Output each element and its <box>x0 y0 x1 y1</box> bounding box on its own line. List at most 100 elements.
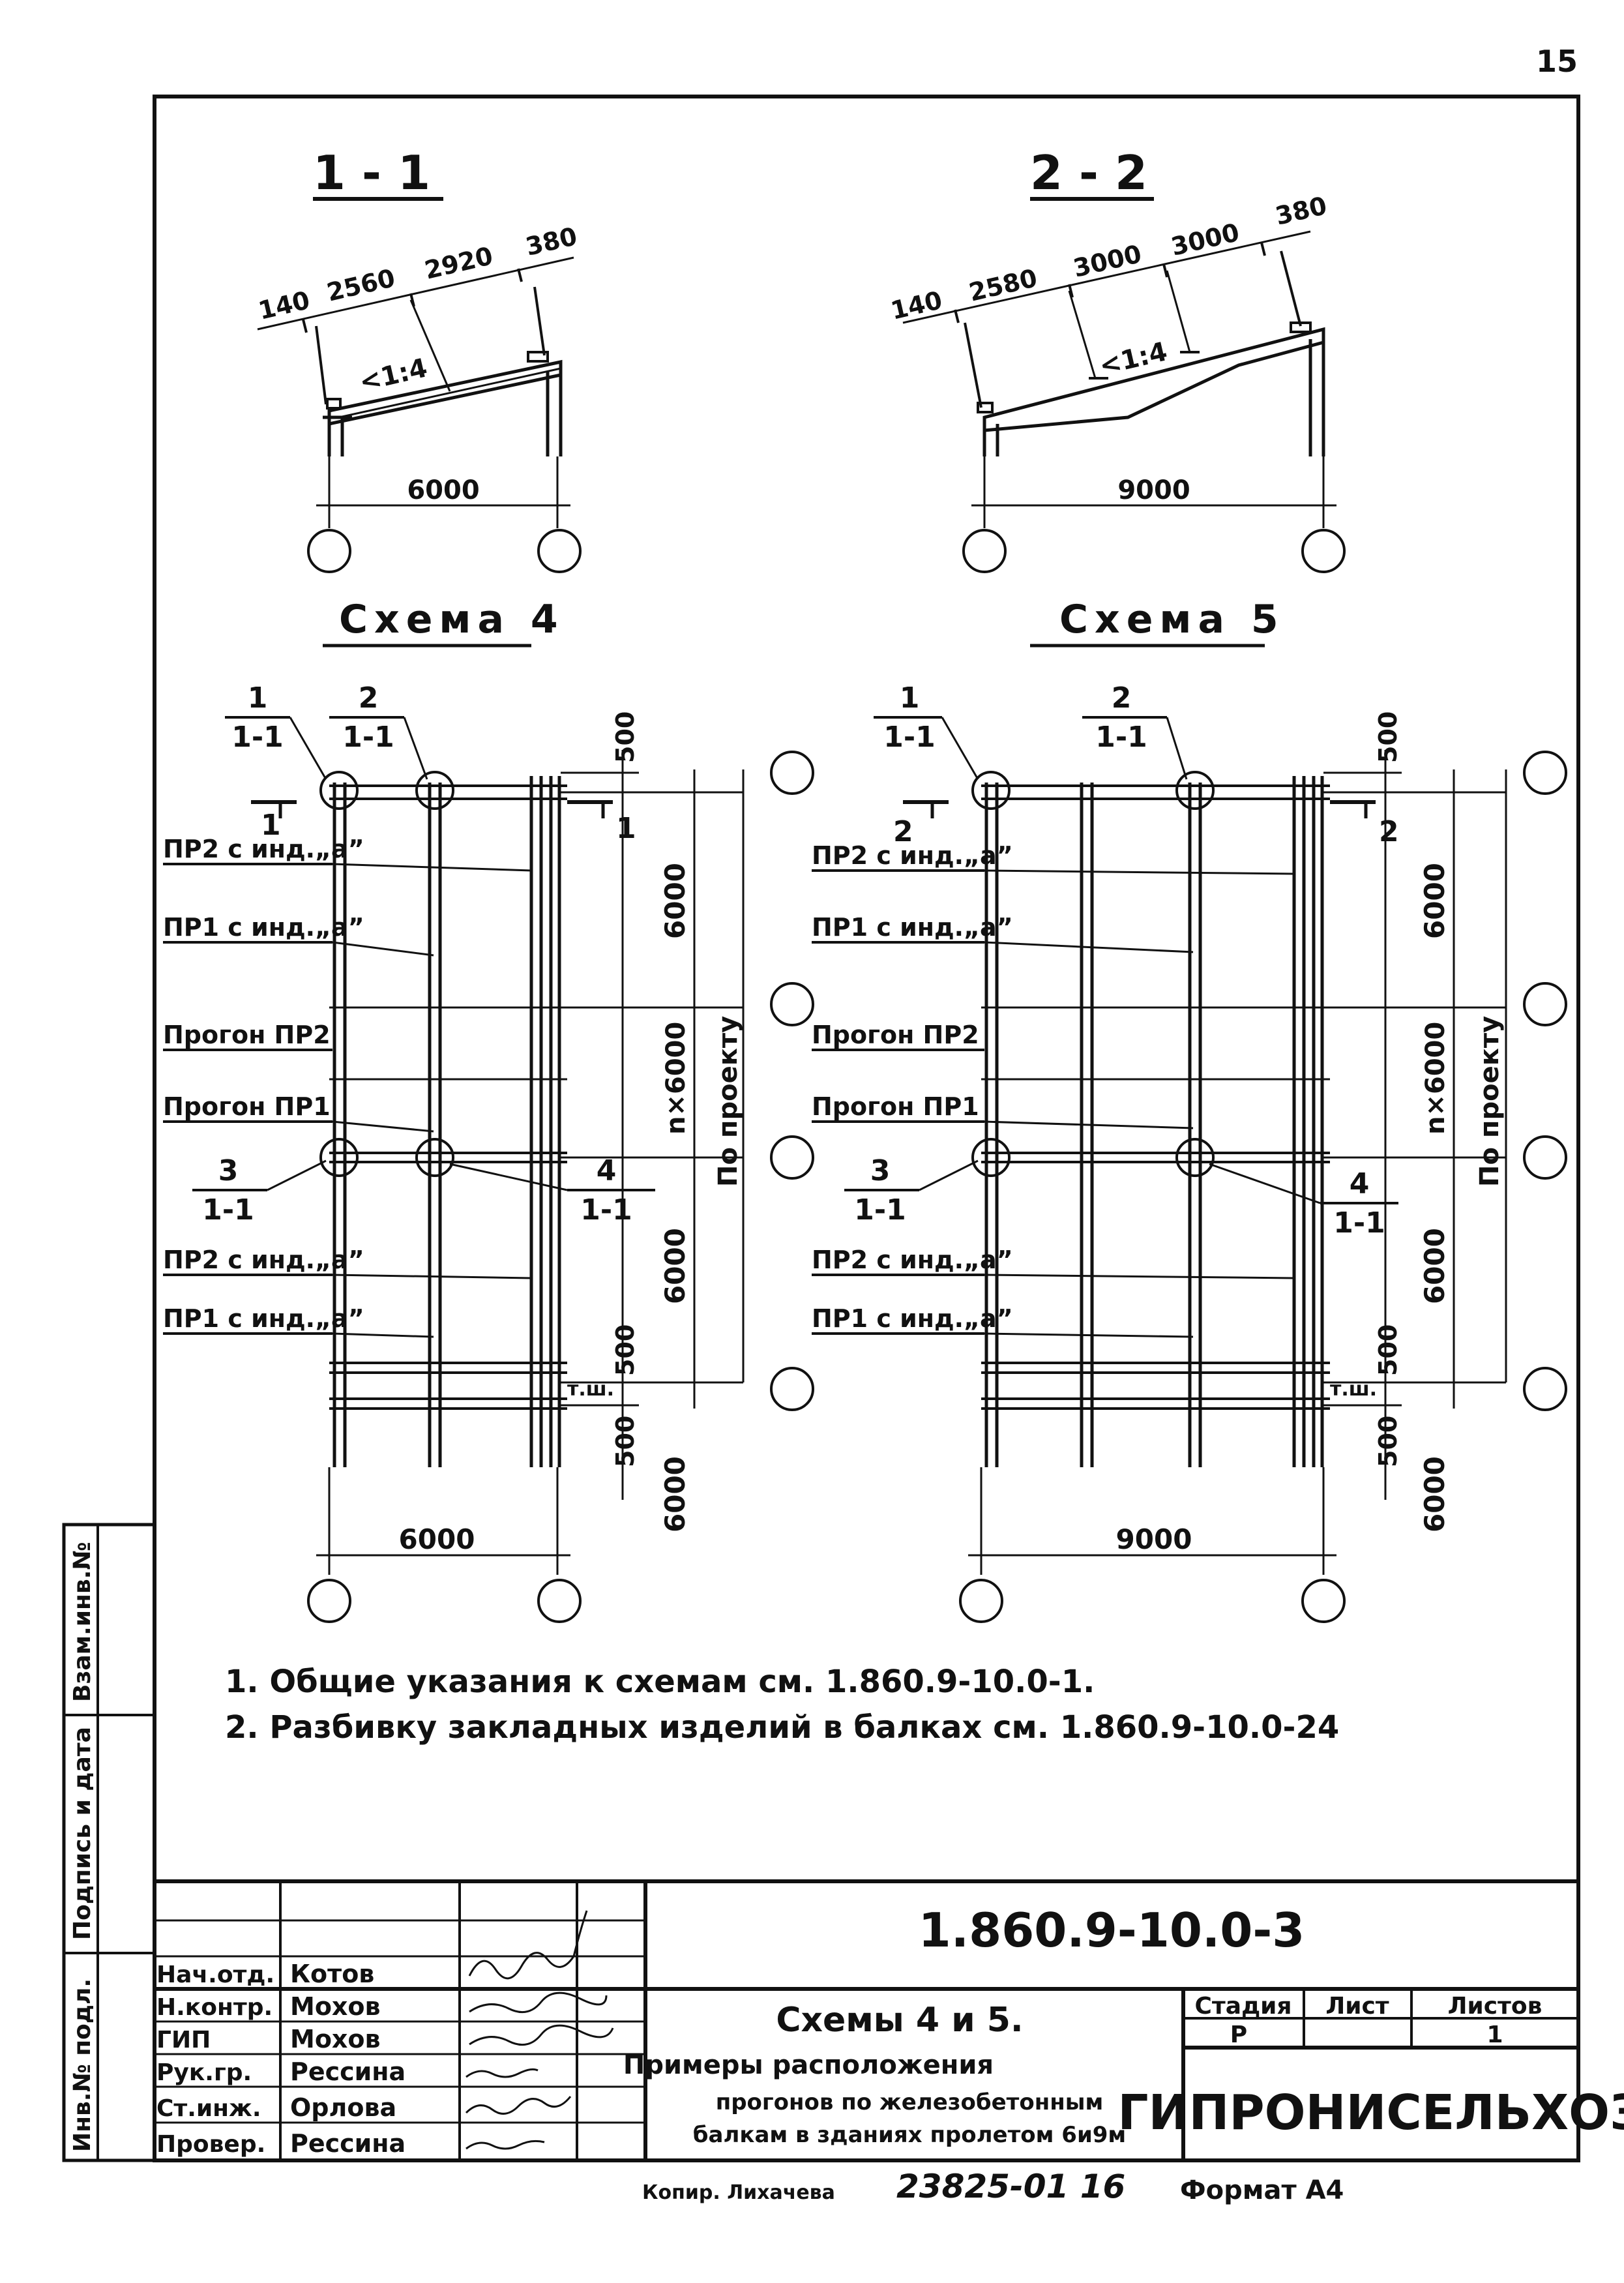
s4-vdim-6000b: 6000 <box>659 1228 691 1304</box>
name-4: Рессина <box>290 2057 406 2086</box>
format-label: Формат А4 <box>1180 2175 1344 2205</box>
s4-vdim-6000c: 6000 <box>659 1456 691 1532</box>
role-3: ГИП <box>156 2027 211 2053</box>
scheme-5-title: Схема 5 <box>1059 597 1285 642</box>
strip-vzam-inv: Взам.инв.№ <box>69 1542 96 1702</box>
s2-slope: <1:4 <box>1097 336 1170 381</box>
s5-mark-right: 2 <box>1379 815 1399 848</box>
organization: ГИПРОНИСЕЛЬХОЗ <box>1117 2085 1624 2141</box>
s4-label-5: ПР2 с инд.„а” <box>163 1246 364 1274</box>
s5-tsh: т.ш. <box>1330 1378 1377 1401</box>
s4-callout3-ref: 1-1 <box>202 1193 254 1227</box>
s4-tsh: т.ш. <box>567 1378 614 1401</box>
s5-callout4-num: 4 <box>1350 1167 1370 1201</box>
role-4: Рук.гр. <box>156 2059 252 2086</box>
s5-label-5: ПР2 с инд.„а” <box>812 1246 1013 1274</box>
sheets-header: Листов <box>1448 1993 1543 2020</box>
scheme-4-title: Схема 4 <box>339 597 565 642</box>
copied-by: Копир. Лихачева <box>642 2181 835 2204</box>
s4-vdim-po-proektu: По проекту <box>713 1016 743 1187</box>
section-1-1: 1 - 1 140 2560 2920 380 <1:4 6000 <box>256 145 582 573</box>
s5-vdim-6000c: 6000 <box>1419 1456 1451 1532</box>
s4-vdim-500c: 500 <box>611 1416 640 1467</box>
notes: 1. Общие указания к схемам см. 1.860.9-1… <box>225 1664 1339 1746</box>
page-number: 15 <box>1536 44 1578 79</box>
s4-vdim-nx6000: n×6000 <box>661 1022 691 1135</box>
section-1-title: 1 - 1 <box>313 145 430 200</box>
stage-header: Стадия <box>1195 1993 1292 2020</box>
s5-span: 9000 <box>1116 1523 1192 1555</box>
s4-callout4-ref: 1-1 <box>580 1193 632 1227</box>
s5-vdim-500b: 500 <box>1374 1324 1402 1376</box>
s4-callout1-ref: 1-1 <box>231 721 284 754</box>
doc-code: 1.860.9-10.0-3 <box>919 1903 1305 1958</box>
section-2-2: 2 - 2 140 2580 3000 3000 380 <1:4 9000 <box>888 145 1346 573</box>
s4-vdim-500b: 500 <box>611 1324 640 1376</box>
s4-span: 6000 <box>399 1523 475 1555</box>
s5-label-3: Прогон ПР2 <box>812 1021 979 1049</box>
sheet-header: Лист <box>1325 1993 1389 2020</box>
s5-callout3-num: 3 <box>870 1154 891 1187</box>
s4-callout1-num: 1 <box>248 681 268 715</box>
inventory-number: 23825-01 16 <box>896 2168 1125 2205</box>
s4-callout2-num: 2 <box>359 681 379 715</box>
s5-callout3-ref: 1-1 <box>854 1193 906 1227</box>
s5-mark-left: 2 <box>893 815 913 848</box>
s2-dim-140: 140 <box>888 286 945 325</box>
role-2: Н.контр. <box>156 1994 273 2021</box>
strip-inv-podl: Инв.№ подл. <box>69 1978 96 2152</box>
s4-callout2-ref: 1-1 <box>342 721 394 754</box>
s4-label-6: ПР1 с инд.„а” <box>163 1304 364 1333</box>
s5-label-1: ПР2 с инд.„а” <box>812 841 1013 870</box>
role-1: Нач.отд. <box>156 1962 274 1988</box>
s5-label-6: ПР1 с инд.„а” <box>812 1304 1013 1333</box>
name-3: Мохов <box>290 2025 381 2053</box>
footer: Копир. Лихачева 23825-01 16 Формат А4 <box>642 2168 1344 2205</box>
sheet-title-4: балкам в зданиях пролетом 6и9м <box>693 2122 1126 2148</box>
s4-label-3: Прогон ПР2 <box>163 1021 331 1049</box>
s5-vdim-6000b: 6000 <box>1419 1228 1451 1304</box>
name-2: Мохов <box>290 1992 381 2021</box>
s5-vdim-500a: 500 <box>1374 711 1402 763</box>
s5-callout4-ref: 1-1 <box>1333 1206 1385 1240</box>
sheet-title-2: Примеры расположения <box>623 2050 994 2080</box>
note-1: 1. Общие указания к схемам см. 1.860.9-1… <box>225 1664 1095 1700</box>
s4-callout3-num: 3 <box>218 1154 239 1187</box>
sheet-title-3: прогонов по железобетонным <box>716 2089 1104 2115</box>
s5-callout1-ref: 1-1 <box>883 721 936 754</box>
s5-callout1-num: 1 <box>900 681 920 715</box>
s5-vdim-po-proektu: По проекту <box>1475 1016 1505 1187</box>
scheme-5: Схема 5 1 1-1 2 1-1 3 <box>812 597 1567 1623</box>
s4-label-2: ПР1 с инд.„а” <box>163 913 364 942</box>
s5-label-4: Прогон ПР1 <box>812 1092 979 1121</box>
s4-label-4: Прогон ПР1 <box>163 1092 331 1121</box>
title-block: Нач.отд. Котов Н.контр. Мохов ГИП Мохов … <box>153 1879 1624 2162</box>
sheets-value: 1 <box>1486 2022 1503 2048</box>
s4-mark-right: 1 <box>616 812 636 845</box>
s1-dim-380: 380 <box>523 222 580 261</box>
s4-vdim-6000a: 6000 <box>659 863 691 939</box>
signatures <box>465 1910 614 2150</box>
sheet-frame <box>153 95 1580 2162</box>
name-5: Орлова <box>290 2093 396 2122</box>
s4-callout4-num: 4 <box>597 1154 617 1187</box>
s5-vdim-500c: 500 <box>1374 1416 1402 1467</box>
s5-callout2-num: 2 <box>1112 681 1132 715</box>
s2-span: 9000 <box>1117 475 1190 505</box>
strip-podpis-data: Подпись и дата <box>69 1727 96 1940</box>
left-strip: Взам.инв.№ Подпись и дата Инв.№ подл. <box>62 1523 156 2162</box>
sheet-title-1: Схемы 4 и 5. <box>776 2001 1023 2040</box>
stage-value: Р <box>1230 2022 1247 2048</box>
role-6: Провер. <box>156 2131 265 2158</box>
role-5: Ст.инж. <box>156 2095 261 2122</box>
name-1: Котов <box>290 1960 374 1988</box>
s4-label-1: ПР2 с инд.„а” <box>163 835 364 863</box>
s2-dim-380: 380 <box>1273 191 1329 231</box>
section-2-title: 2 - 2 <box>1030 145 1147 200</box>
s5-vdim-6000a: 6000 <box>1419 863 1451 939</box>
s4-vdim-500a: 500 <box>611 711 640 763</box>
s5-callout2-ref: 1-1 <box>1095 721 1147 754</box>
scheme-4: Схема 4 1 1-1 2 1-1 <box>163 597 814 1623</box>
s5-vdim-nx6000: n×6000 <box>1421 1022 1451 1135</box>
